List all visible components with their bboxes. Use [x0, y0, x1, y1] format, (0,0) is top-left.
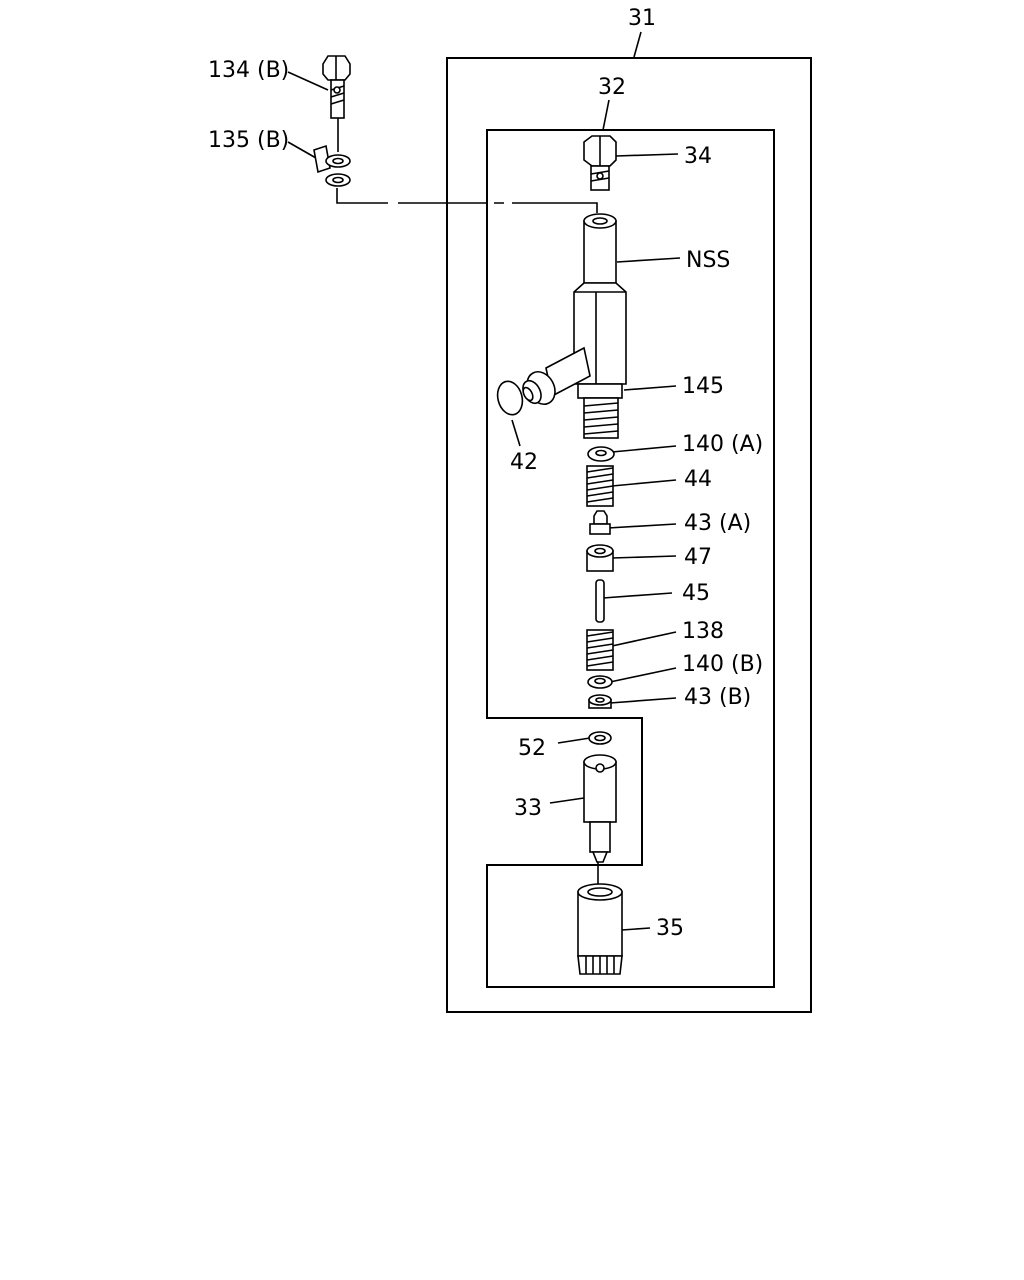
shim-140a	[587, 446, 615, 462]
label-47: 47	[684, 545, 712, 570]
nozzle-nut-35	[577, 883, 623, 975]
o-ring-42	[496, 380, 524, 416]
label-134b: 134 (B)	[208, 58, 289, 83]
assembly-32-frame	[486, 129, 775, 988]
label-nss: NSS	[686, 248, 730, 273]
label-140a: 140 (A)	[682, 432, 763, 457]
label-52: 52	[518, 736, 546, 761]
spacer-43b	[588, 694, 612, 709]
shim-140b	[587, 675, 613, 689]
gasket-135b	[313, 144, 351, 187]
label-43a: 43 (A)	[684, 511, 751, 536]
label-35: 35	[656, 916, 684, 941]
label-31: 31	[628, 6, 656, 31]
ring-52	[588, 731, 612, 745]
assembly-31-frame	[446, 57, 812, 1013]
label-44: 44	[684, 467, 712, 492]
spacer-43a	[589, 510, 611, 535]
nozzle-33	[583, 754, 617, 863]
label-32: 32	[598, 75, 626, 100]
label-33: 33	[514, 796, 542, 821]
spring-seat-47	[586, 544, 614, 572]
label-145: 145	[682, 374, 724, 399]
injector-holder-body-nss	[522, 213, 627, 439]
push-rod-45	[595, 579, 605, 623]
banjo-bolt-134b	[322, 55, 351, 119]
label-140b: 140 (B)	[682, 652, 763, 677]
fuel-line	[336, 188, 598, 213]
label-138: 138	[682, 619, 724, 644]
cap-nut-34	[583, 135, 617, 191]
label-135b: 135 (B)	[208, 128, 289, 153]
label-42: 42	[510, 450, 538, 475]
label-45: 45	[682, 581, 710, 606]
label-43b: 43 (B)	[684, 685, 751, 710]
spring-138	[586, 629, 614, 671]
label-34: 34	[684, 144, 712, 169]
leader-lines	[287, 31, 681, 931]
spring-44	[586, 465, 614, 507]
